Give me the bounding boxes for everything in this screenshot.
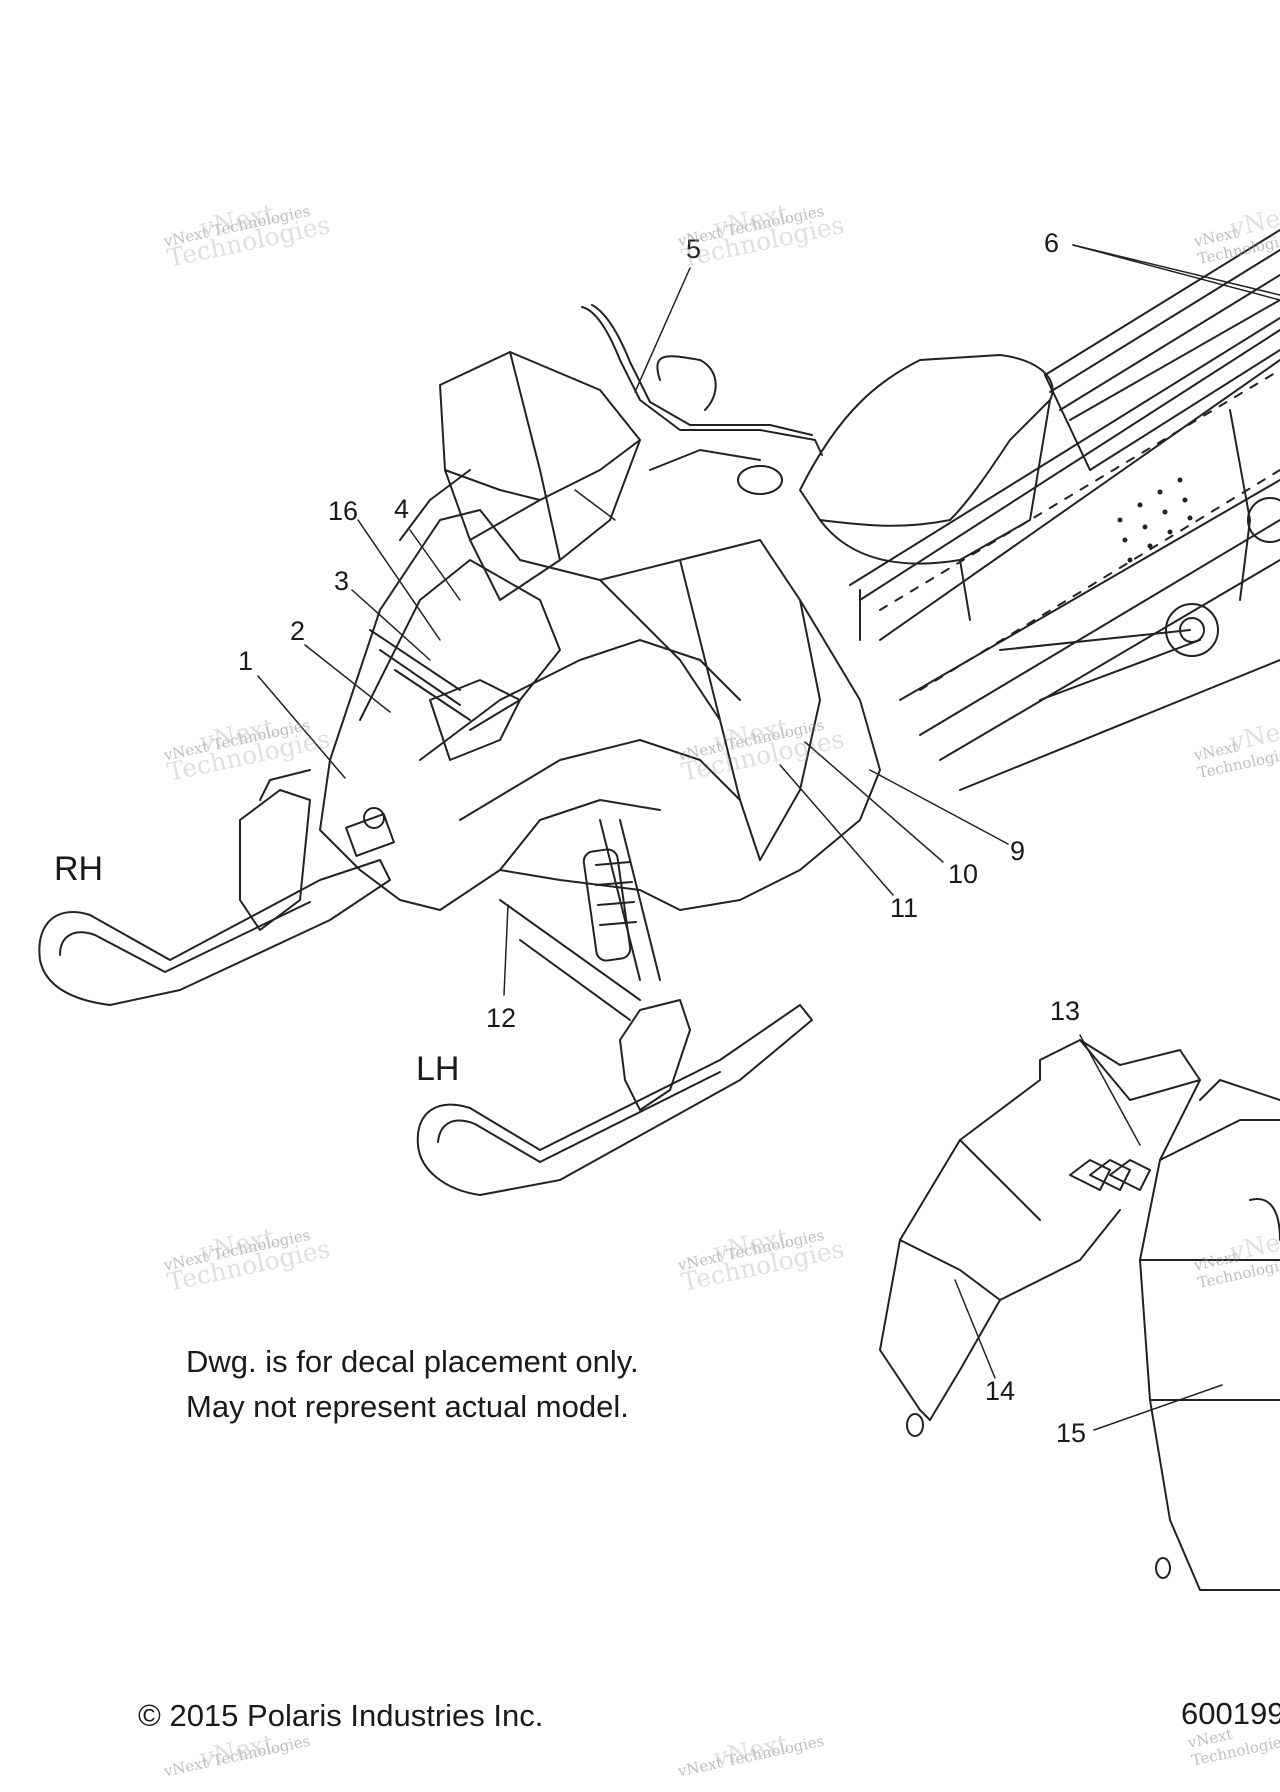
callout-4: 4 (394, 494, 410, 524)
leader-lines (257, 244, 1280, 1431)
callout-10: 10 (948, 859, 979, 889)
rh-ski-drawing (38, 769, 391, 1006)
callout-1: 1 (238, 646, 254, 676)
side-panel-drawing (879, 1039, 1280, 1591)
copyright-text: © 2015 Polaris Industries Inc. (138, 1698, 544, 1733)
callout-12: 12 (486, 1003, 517, 1033)
tunnel-rail-drawing (849, 229, 1280, 791)
windshield-drawing (439, 351, 641, 601)
seat-drawing (799, 354, 1054, 621)
handlebar-drawing (581, 304, 823, 495)
rh-label: RH (54, 850, 104, 888)
callout-6: 6 (1044, 228, 1060, 258)
lh-label: LH (416, 1050, 460, 1088)
hood-body-drawing (319, 469, 881, 911)
drawing-number: 600199 (1181, 1696, 1280, 1731)
callout-13: 13 (1050, 996, 1081, 1026)
placement-note: Dwg. is for decal placement only. May no… (186, 1340, 639, 1430)
callout-5: 5 (686, 234, 702, 264)
lh-ski-drawing (416, 819, 813, 1196)
callout-9: 9 (1010, 836, 1026, 866)
callout-3: 3 (334, 566, 350, 596)
callout-16: 16 (328, 496, 359, 526)
callout-15: 15 (1056, 1418, 1087, 1448)
placement-note-line2: May not represent actual model. (186, 1388, 629, 1424)
callout-11: 11 (890, 893, 919, 923)
placement-note-line1: Dwg. is for decal placement only. (186, 1344, 639, 1379)
callout-2: 2 (290, 616, 306, 646)
callout-14: 14 (985, 1376, 1016, 1406)
